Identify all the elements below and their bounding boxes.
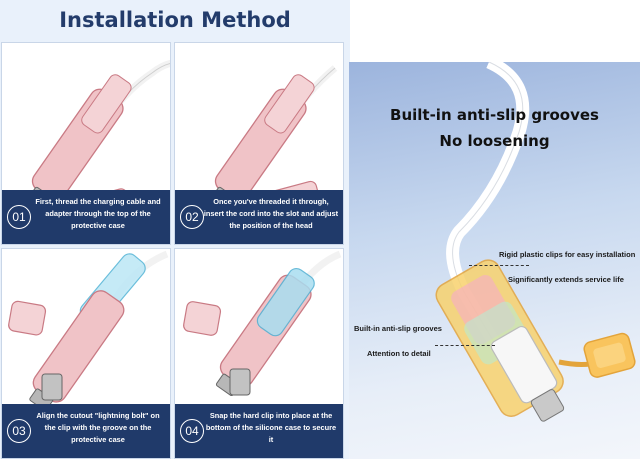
note-rigid-clips-leader [469, 265, 529, 266]
page-title: Installation Method [59, 8, 291, 32]
note-service-life: Significantly extends service life [508, 275, 624, 284]
installation-method-panel: Installation Method 01 First, thread the… [0, 0, 350, 459]
step-2-number: 02 [180, 205, 204, 229]
headline-line-2: No loosening [439, 132, 550, 150]
step-3-text: Align the cutout "lightning bolt" on the… [36, 411, 160, 444]
anti-slip-feature-panel: Built-in anti-slip grooves No loosening … [349, 62, 640, 459]
step-2-illustration [210, 65, 338, 193]
note-grooves-leader [435, 345, 495, 346]
note-grooves: Built-in anti-slip grooves [354, 324, 442, 333]
step-2-caption: 02 Once you've threaded it through, inse… [175, 190, 343, 244]
step-card-1: 01 First, thread the charging cable and … [1, 42, 171, 245]
step-card-2: 02 Once you've threaded it through, inse… [174, 42, 344, 245]
step-1-caption: 01 First, thread the charging cable and … [2, 190, 170, 244]
step-1-number: 01 [7, 205, 31, 229]
step-2-text: Once you've threaded it through, insert … [203, 197, 339, 230]
note-rigid-clips: Rigid plastic clips for easy installatio… [499, 250, 636, 259]
step-4-illustration [183, 250, 342, 397]
headline-line-1: Built-in anti-slip grooves [390, 106, 599, 124]
step-card-4: 04 Snap the hard clip into place at the … [174, 248, 344, 459]
step-1-illustration [28, 59, 170, 193]
step-3-illustration [8, 250, 169, 409]
step-4-caption: 04 Snap the hard clip into place at the … [175, 404, 343, 458]
note-attention: Attention to detail [367, 349, 431, 358]
step-4-number: 04 [180, 419, 204, 443]
step-card-3: 03 Align the cutout "lightning bolt" on … [1, 248, 171, 459]
cable-illustration [435, 62, 636, 422]
step-3-caption: 03 Align the cutout "lightning bolt" on … [2, 404, 170, 458]
step-3-number: 03 [7, 419, 31, 443]
step-1-text: First, thread the charging cable and ada… [35, 197, 161, 230]
step-4-text: Snap the hard clip into place at the bot… [205, 411, 337, 444]
